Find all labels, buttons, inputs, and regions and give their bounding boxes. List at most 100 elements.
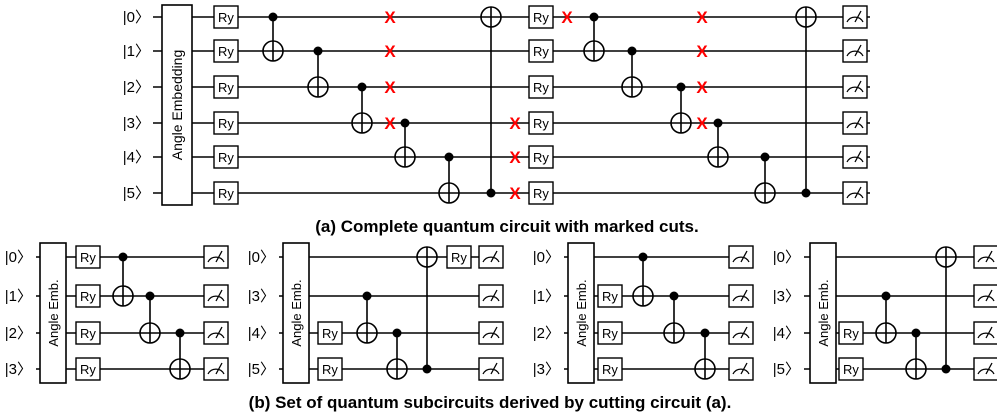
measurement-meter-icon bbox=[842, 181, 868, 205]
ry-gate-label: Ry bbox=[322, 326, 338, 341]
measurement-meter-icon bbox=[842, 145, 868, 169]
ry-gate-label: Ry bbox=[218, 10, 234, 25]
cnot-gate bbox=[262, 12, 284, 62]
ry-gate: Ry bbox=[597, 284, 623, 308]
meter-arc bbox=[846, 192, 864, 199]
ry-gate-box bbox=[528, 75, 554, 99]
ry-gate-box bbox=[75, 321, 101, 345]
measurement-meter-icon bbox=[973, 357, 997, 381]
complete-circuit: |0〉|1〉|2〉|3〉|4〉|5〉Angle EmbeddingRyRyRyR… bbox=[123, 4, 870, 206]
ry-gate-box bbox=[838, 357, 864, 381]
meter-arc bbox=[977, 256, 995, 263]
ry-gate-label: Ry bbox=[602, 289, 618, 304]
ry-gate-box bbox=[597, 284, 623, 308]
ry-gate: Ry bbox=[597, 357, 623, 381]
cnot-gate bbox=[707, 118, 729, 168]
meter-arc bbox=[732, 295, 750, 302]
ry-gate: Ry bbox=[317, 357, 343, 381]
meter-needle bbox=[740, 362, 748, 375]
meter-needle bbox=[215, 289, 223, 302]
measurement-meter-icon bbox=[973, 321, 997, 345]
meter-arc bbox=[846, 122, 864, 129]
cnot-control-dot bbox=[638, 252, 648, 262]
ry-gate: Ry bbox=[213, 5, 239, 29]
meter-arc bbox=[977, 295, 995, 302]
wire-label: |2〉 bbox=[533, 325, 560, 342]
angle-embedding-block: Angle Emb. bbox=[39, 242, 67, 384]
ry-gate-label: Ry bbox=[533, 186, 549, 201]
ry-gate: Ry bbox=[446, 245, 472, 269]
embedding-box bbox=[567, 242, 595, 384]
ry-gate-label: Ry bbox=[80, 289, 96, 304]
meter-arc bbox=[846, 86, 864, 93]
cnot-control-dot bbox=[627, 46, 637, 56]
embedding-label: Angle Emb. bbox=[816, 279, 831, 346]
ry-gate-box bbox=[213, 39, 239, 63]
cut-mark-icon: X bbox=[696, 78, 708, 97]
cnot-gate bbox=[139, 291, 161, 344]
measurement-meter-icon bbox=[478, 321, 504, 345]
cnot-gate bbox=[480, 6, 502, 198]
wire-label: |2〉 bbox=[123, 79, 150, 96]
ry-gate: Ry bbox=[528, 5, 554, 29]
measurement-meter-icon bbox=[478, 284, 504, 308]
meter-needle bbox=[854, 150, 862, 163]
ry-gate: Ry bbox=[213, 145, 239, 169]
meter-needle bbox=[740, 250, 748, 263]
cnot-control-dot bbox=[392, 328, 402, 338]
wire-label: |4〉 bbox=[248, 325, 275, 342]
cut-mark-icon: X bbox=[509, 114, 521, 133]
ry-gate-label: Ry bbox=[218, 150, 234, 165]
ry-gate-label: Ry bbox=[602, 362, 618, 377]
cut-mark-icon: X bbox=[384, 78, 396, 97]
ry-gate-box bbox=[213, 145, 239, 169]
cut-mark-icon: X bbox=[509, 148, 521, 167]
ry-gate-box bbox=[75, 245, 101, 269]
embedding-box bbox=[282, 242, 310, 384]
embedding-box bbox=[39, 242, 67, 384]
cnot-gate bbox=[356, 291, 378, 344]
meter-needle bbox=[854, 186, 862, 199]
wire-label: |2〉 bbox=[5, 325, 32, 342]
cnot-gate bbox=[416, 246, 438, 374]
cnot-control-dot bbox=[486, 188, 496, 198]
meter-needle bbox=[215, 362, 223, 375]
meter-needle bbox=[215, 326, 223, 339]
embedding-label: Angle Emb. bbox=[46, 279, 61, 346]
meter-needle bbox=[854, 44, 862, 57]
wire-label: |0〉 bbox=[773, 249, 800, 266]
caption-a: (a) Complete quantum circuit with marked… bbox=[315, 217, 699, 236]
ry-gate-box bbox=[597, 357, 623, 381]
angle-embedding-block: Angle Embedding bbox=[161, 4, 193, 206]
ry-gate-label: Ry bbox=[218, 116, 234, 131]
measurement-meter-icon bbox=[478, 357, 504, 381]
ry-gate-box bbox=[528, 111, 554, 135]
cnot-gate bbox=[663, 291, 685, 344]
ry-gate-label: Ry bbox=[533, 116, 549, 131]
meter-arc bbox=[732, 332, 750, 339]
ry-gate-label: Ry bbox=[80, 362, 96, 377]
meter-needle bbox=[490, 362, 498, 375]
meter-needle bbox=[740, 289, 748, 302]
meter-needle bbox=[490, 289, 498, 302]
ry-gate: Ry bbox=[213, 39, 239, 63]
meter-needle bbox=[985, 362, 993, 375]
cnot-control-dot bbox=[911, 328, 921, 338]
wire-label: |3〉 bbox=[248, 288, 275, 305]
meter-arc bbox=[207, 368, 225, 375]
ry-gate-label: Ry bbox=[218, 44, 234, 59]
meter-arc bbox=[977, 332, 995, 339]
measurement-meter-icon bbox=[728, 284, 754, 308]
ry-gate-label: Ry bbox=[843, 362, 859, 377]
cnot-control-dot bbox=[362, 291, 372, 301]
cnot-gate bbox=[935, 246, 957, 374]
cnot-gate bbox=[670, 82, 692, 134]
cnot-gate bbox=[795, 6, 817, 198]
ry-gate-label: Ry bbox=[533, 10, 549, 25]
wire-label: |5〉 bbox=[123, 185, 150, 202]
ry-gate-label: Ry bbox=[843, 326, 859, 341]
wire-label: |1〉 bbox=[123, 43, 150, 60]
cnot-control-dot bbox=[175, 328, 185, 338]
